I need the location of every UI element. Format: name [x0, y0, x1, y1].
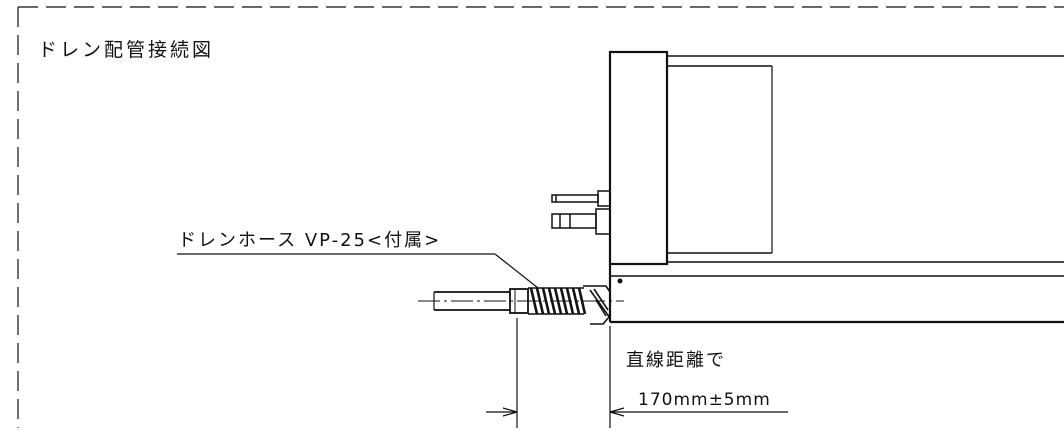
hose-label: ドレンホース VP-25<付属>: [178, 230, 441, 251]
indoor-unit-body: [608, 50, 1064, 266]
dimension-170mm: [486, 318, 788, 428]
dashed-frame: [17, 6, 1064, 428]
hose-leader: [177, 253, 539, 289]
refrigerant-pipe-upper: [551, 190, 611, 207]
refrigerant-pipe-lower: [551, 208, 611, 235]
drain-pan: [608, 264, 1064, 324]
distance-label: 直線距離で: [626, 350, 726, 371]
drawing-title: ドレン配管接続図: [38, 39, 214, 61]
drain-socket: [583, 285, 611, 325]
distance-value: 170mm±5mm: [638, 390, 771, 410]
